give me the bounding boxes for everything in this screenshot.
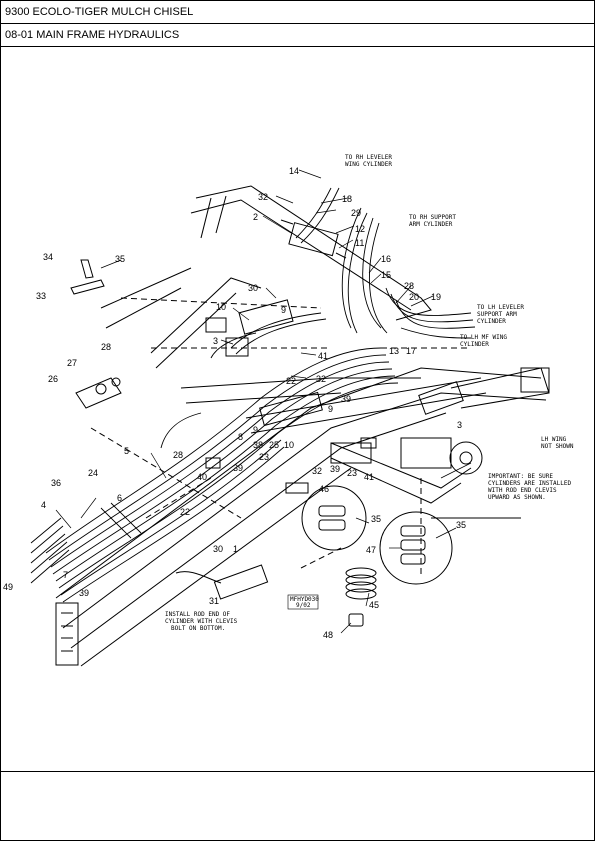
- note-important-3: WITH ROD END CLEVIS: [488, 487, 557, 494]
- callout-24: 24: [88, 468, 98, 478]
- callout-7: 7: [63, 570, 68, 580]
- callout-46: 46: [319, 484, 329, 494]
- callout-32c: 32: [312, 466, 322, 476]
- callout-39b: 39: [233, 463, 243, 473]
- callout-38: 38: [253, 440, 263, 450]
- note-rh-support-1: TO RH SUPPORT: [409, 214, 456, 221]
- note-install-1: INSTALL ROD END OF: [165, 611, 230, 618]
- callout-10: 10: [216, 302, 226, 312]
- callout-36: 36: [51, 478, 61, 488]
- callout-28c: 28: [173, 450, 183, 460]
- callout-15: 15: [381, 270, 391, 280]
- note-rh-leveler-2: WING CYLINDER: [345, 161, 392, 168]
- callout-32b: 32: [316, 374, 326, 384]
- callout-26: 26: [48, 374, 58, 384]
- leader-lines: [55, 169, 472, 634]
- callout-20: 20: [409, 292, 419, 302]
- callout-18: 18: [342, 194, 352, 204]
- note-lh-leveler-1: TO LH LEVELER: [477, 304, 524, 311]
- note-lh-wing-1: LH WING: [541, 436, 567, 443]
- callout-10b: 10: [284, 440, 294, 450]
- note-important-4: UPWARD AS SHOWN.: [488, 494, 546, 501]
- callout-35: 35: [115, 254, 125, 264]
- callout-6: 6: [117, 493, 122, 503]
- footer-divider: [1, 771, 594, 773]
- callout-1: 1: [233, 544, 238, 554]
- callout-3b: 3: [457, 420, 462, 430]
- callout-28b: 28: [101, 342, 111, 352]
- callout-40: 40: [197, 472, 207, 482]
- callout-45: 45: [369, 600, 379, 610]
- callout-12: 12: [355, 224, 365, 234]
- note-important-2: CYLINDERS ARE INSTALLED: [488, 480, 571, 487]
- callout-41b: 41: [364, 472, 374, 482]
- callout-9b: 9: [328, 404, 333, 414]
- frame-drawing: [55, 185, 550, 667]
- callout-9: 9: [281, 305, 286, 315]
- callout-5: 5: [124, 446, 129, 456]
- note-lh-mf-2: CYLINDER: [460, 341, 489, 348]
- callout-11: 11: [355, 238, 364, 248]
- callout-3: 3: [213, 336, 218, 346]
- callout-32: 32: [258, 192, 268, 202]
- drawing-date: 9/02: [296, 602, 311, 609]
- note-install-3: BOLT ON BOTTOM.: [171, 625, 225, 632]
- callout-numbers: 14 18 29 32 2 12 11 16 15 28 20 19 34 35…: [3, 166, 466, 640]
- callout-27: 27: [67, 358, 77, 368]
- callout-22b: 22: [180, 507, 190, 517]
- callout-31: 31: [209, 596, 219, 606]
- hydraulic-hoses: [30, 187, 476, 603]
- callout-23: 23: [259, 452, 269, 462]
- callout-39c: 39: [330, 464, 340, 474]
- callout-41: 41: [318, 351, 328, 361]
- note-important-1: IMPORTANT: BE SURE: [488, 473, 553, 480]
- callout-22: 22: [286, 376, 296, 386]
- diagram-notes: TO RH LEVELER WING CYLINDER TO RH SUPPOR…: [165, 154, 574, 632]
- note-lh-leveler-3: CYLINDER: [477, 318, 506, 325]
- note-lh-leveler-2: SUPPORT ARM: [477, 311, 517, 318]
- note-lh-mf-1: TO LH MF WING: [460, 334, 507, 341]
- callout-17: 17: [406, 346, 416, 356]
- note-rh-leveler-1: TO RH LEVELER: [345, 154, 392, 161]
- callout-30: 30: [248, 283, 258, 293]
- callout-4: 4: [41, 500, 46, 510]
- callout-39: 39: [341, 394, 351, 404]
- callout-25: 25: [269, 440, 279, 450]
- hydraulics-exploded-diagram: 14 18 29 32 2 12 11 16 15 28 20 19 34 35…: [3, 154, 574, 667]
- note-rh-support-2: ARM CYLINDER: [409, 221, 453, 228]
- callout-35c: 35: [456, 520, 466, 530]
- cylinders: [70, 219, 464, 627]
- callout-30b: 30: [213, 544, 223, 554]
- callout-9c: 9: [253, 425, 258, 435]
- callout-16: 16: [381, 254, 391, 264]
- note-lh-wing-2: NOT SHOWN: [541, 443, 574, 450]
- callout-33: 33: [36, 291, 46, 301]
- callout-29: 29: [351, 208, 361, 218]
- callout-34: 34: [43, 252, 53, 262]
- note-install-2: CYLINDER WITH CLEVIS: [165, 618, 238, 625]
- drawing-id: MFHYD030: [290, 596, 319, 603]
- section-title: 08-01 MAIN FRAME HYDRAULICS: [1, 24, 594, 47]
- document-title: 9300 ECOLO-TIGER MULCH CHISEL: [1, 1, 594, 24]
- callout-13: 13: [389, 346, 399, 356]
- callout-48: 48: [323, 630, 333, 640]
- callout-23b: 23: [347, 468, 357, 478]
- callout-47: 47: [366, 545, 376, 555]
- callout-39d: 39: [79, 588, 89, 598]
- callout-35b: 35: [371, 514, 381, 524]
- callout-2: 2: [253, 212, 258, 222]
- callout-8: 8: [238, 432, 243, 442]
- callout-49: 49: [3, 582, 13, 592]
- callout-28: 28: [404, 281, 414, 291]
- callout-14: 14: [289, 166, 299, 176]
- callout-19: 19: [431, 292, 441, 302]
